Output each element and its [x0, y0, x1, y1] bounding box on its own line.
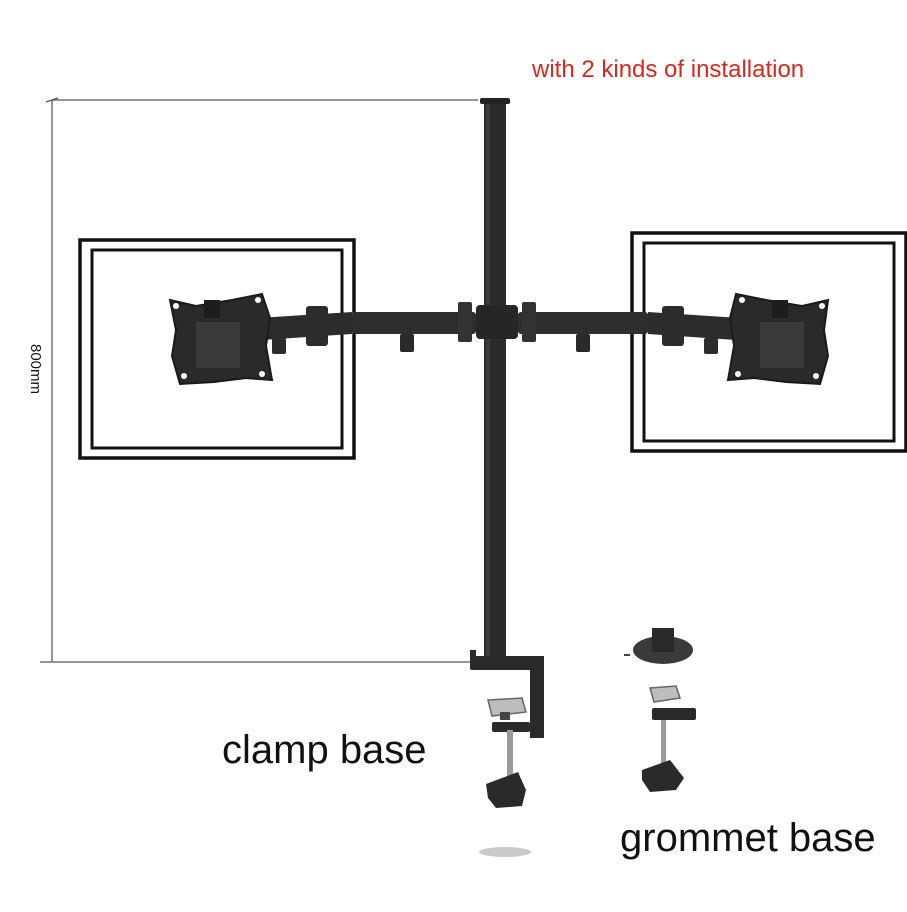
grommet-base	[624, 628, 696, 792]
right-vesa-plate	[726, 292, 830, 386]
arm-crossbar	[352, 302, 648, 352]
right-arm-joint	[648, 306, 740, 354]
mount-pole	[480, 98, 510, 662]
left-arm-joint	[258, 306, 352, 354]
height-dimension	[40, 97, 478, 663]
height-dimension-label: 800mm	[27, 344, 44, 395]
grommet-base-label: grommet base	[620, 816, 876, 860]
left-vesa-plate	[168, 292, 274, 386]
installation-headline: with 2 kinds of installation	[532, 56, 805, 83]
clamp-base	[470, 650, 544, 857]
clamp-base-label: clamp base	[222, 728, 427, 772]
